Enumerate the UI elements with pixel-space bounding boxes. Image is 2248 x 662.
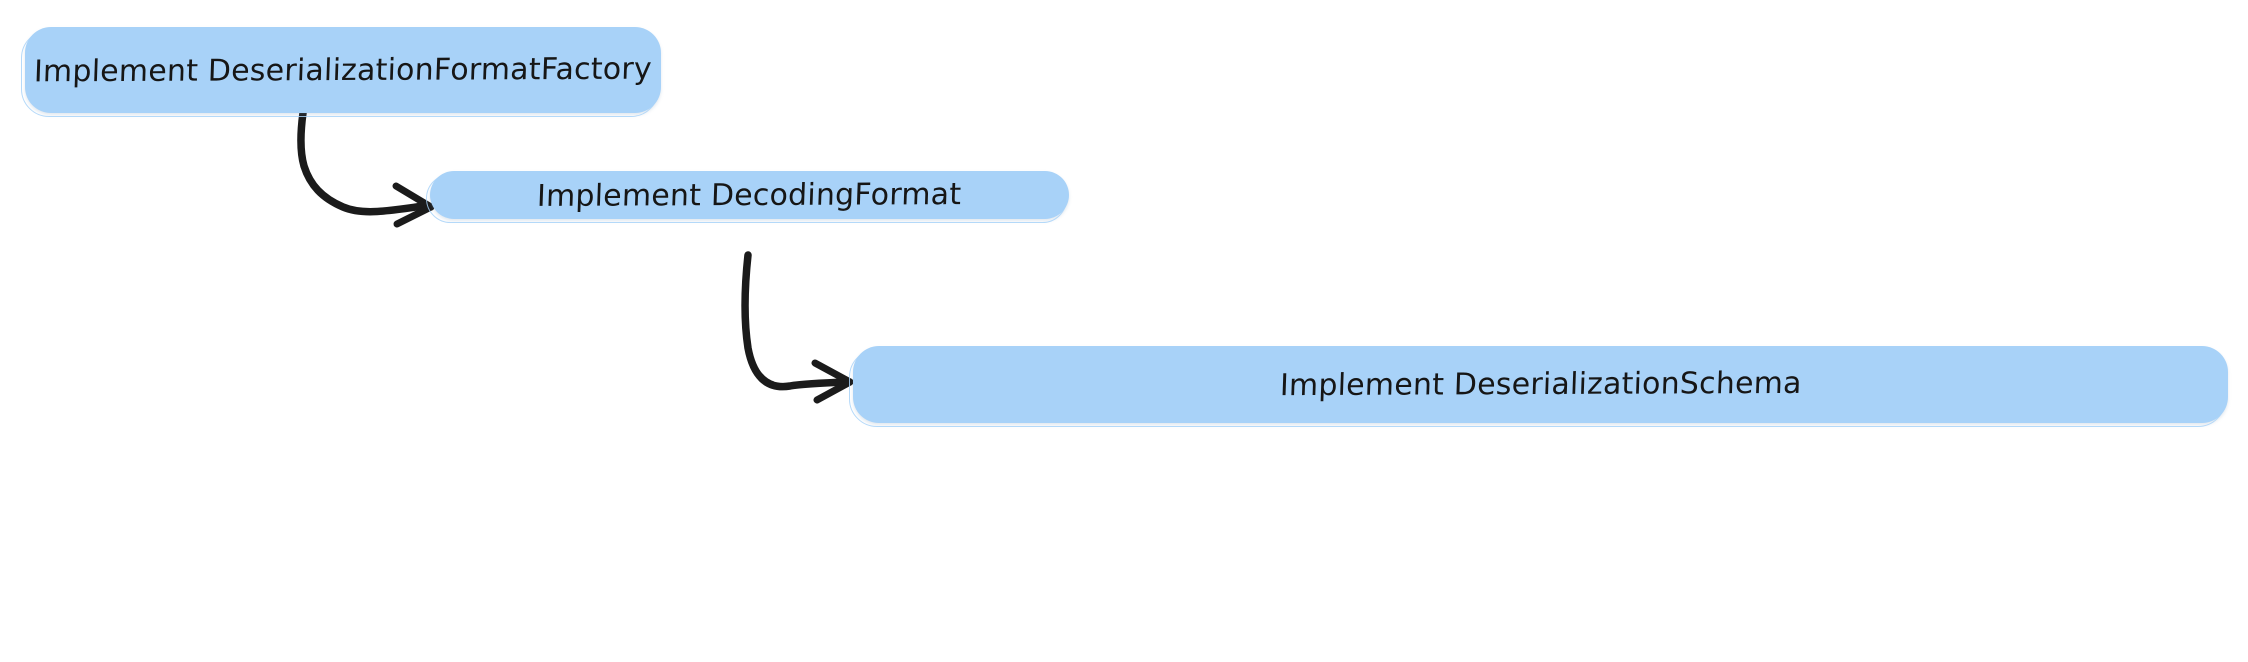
node-implement-decodingformat[interactable]: Implement DecodingFormat <box>426 171 1069 223</box>
node-label: Implement DeserializationSchema <box>1279 365 1802 404</box>
edge-node1-to-node2 <box>297 109 435 228</box>
edge-node2-to-node3 <box>741 251 854 404</box>
node-label: Implement DecodingFormat <box>536 176 963 214</box>
node-implement-deserializationformatfactory[interactable]: Implement DeserializationFormatFactory <box>21 27 661 117</box>
node-label: Implement DeserializationFormatFactory <box>33 51 653 89</box>
node-implement-deserializationschema[interactable]: Implement DeserializationSchema <box>849 346 2228 427</box>
